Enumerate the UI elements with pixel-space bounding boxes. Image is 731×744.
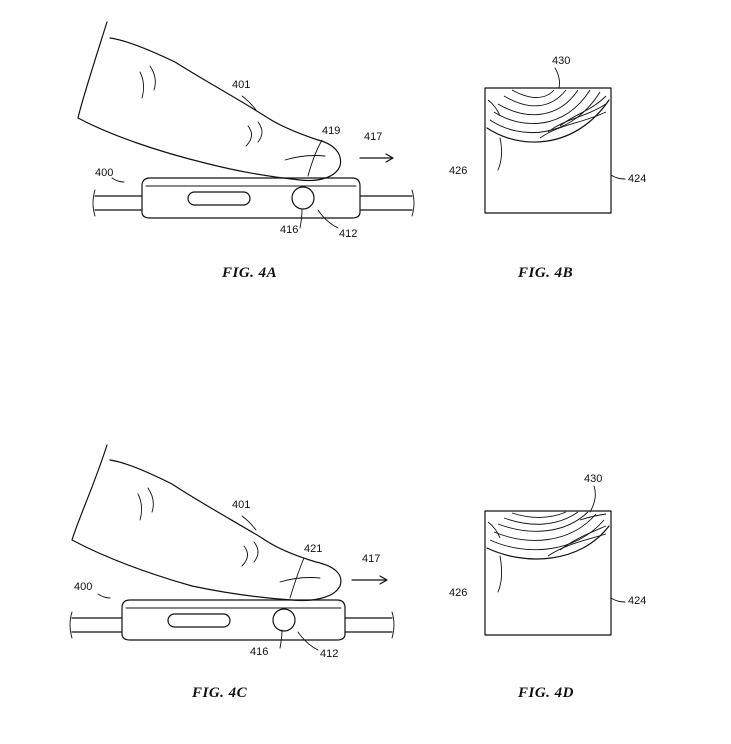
caption-fig-4b: FIG. 4B	[517, 265, 573, 281]
ref-416: 416	[250, 646, 268, 658]
crown-button	[291, 186, 315, 210]
ref-421: 421	[304, 543, 322, 555]
sensor-area-424	[484, 87, 612, 214]
ref-424: 424	[628, 173, 646, 185]
watch-band	[69, 611, 395, 639]
ref-401: 401	[232, 499, 250, 511]
ref-419: 419	[322, 125, 340, 137]
figure-4d: 430 426 424 FIG. 4D	[449, 473, 646, 701]
callout-leaders	[97, 515, 319, 651]
figure-4a: 401 419 417 400 416 412 FIG. 4A	[77, 21, 415, 281]
watch-body	[141, 177, 361, 219]
figure-4b: 430 426 424 FIG. 4B	[449, 55, 646, 281]
leader-430	[589, 485, 596, 513]
crown-button	[272, 608, 296, 632]
finger-401	[77, 21, 342, 182]
motion-arrow	[351, 575, 388, 585]
watch-body	[121, 599, 346, 641]
leader-426	[497, 555, 503, 593]
ref-400: 400	[74, 581, 92, 593]
motion-arrow	[359, 153, 394, 163]
ref-430: 430	[552, 55, 570, 67]
ref-426: 426	[449, 587, 467, 599]
sensor-area-424	[484, 510, 612, 636]
ref-424: 424	[628, 595, 646, 607]
ref-416: 416	[280, 224, 298, 236]
button-slot	[167, 613, 231, 628]
callout-leaders	[111, 95, 339, 229]
caption-fig-4c: FIG. 4C	[191, 685, 248, 701]
ref-400: 400	[95, 167, 113, 179]
leader-426	[497, 137, 503, 171]
ref-417: 417	[364, 131, 382, 143]
button-slot	[187, 191, 251, 206]
fingerprint-pattern	[486, 89, 610, 143]
fingerprint-pattern	[486, 511, 610, 560]
ref-401: 401	[232, 79, 250, 91]
ref-412: 412	[320, 648, 338, 660]
figure-4c: 401 421 417 400 416 412 FIG. 4C	[69, 444, 395, 701]
ref-426: 426	[449, 165, 467, 177]
leader-430	[554, 67, 560, 89]
finger-401	[71, 444, 342, 602]
ref-430: 430	[584, 473, 602, 485]
caption-fig-4a: FIG. 4A	[221, 265, 277, 281]
ref-417: 417	[362, 553, 380, 565]
caption-fig-4d: FIG. 4D	[517, 685, 574, 701]
ref-412: 412	[339, 228, 357, 240]
leader-424	[610, 597, 626, 603]
leader-424	[610, 174, 626, 180]
watch-band	[92, 189, 415, 217]
